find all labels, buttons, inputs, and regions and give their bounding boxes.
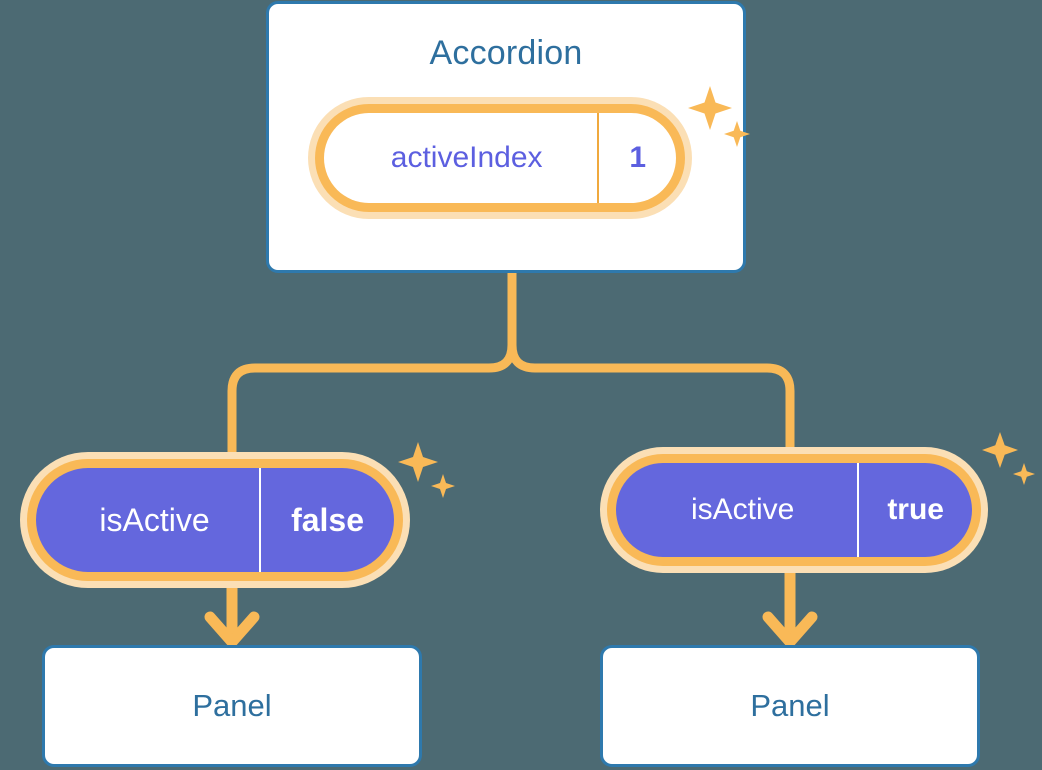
- state-value-label: 1: [597, 113, 676, 203]
- pill-body: isActive false: [36, 468, 394, 572]
- panel-title: Panel: [192, 688, 272, 723]
- connector-branch-right: [507, 268, 795, 457]
- panel-component-card-right[interactable]: Panel: [600, 645, 980, 767]
- panel-component-card-left[interactable]: Panel: [42, 645, 422, 767]
- state-pill-active-index[interactable]: activeIndex 1: [308, 97, 692, 219]
- state-key-label: activeIndex: [390, 141, 543, 174]
- prop-key-label: isActive: [99, 501, 210, 538]
- arrow-down-icon-left: [204, 588, 260, 648]
- accordion-title: Accordion: [429, 34, 583, 72]
- sparkle-icon-right: [982, 432, 1035, 485]
- pill-ring: isActive false: [27, 459, 403, 581]
- sparkle-icon-left: [398, 442, 455, 498]
- pill-ring: isActive true: [607, 454, 981, 566]
- pill-body: isActive true: [616, 463, 972, 557]
- prop-value-label: true: [857, 463, 972, 557]
- prop-key-label: isActive: [690, 493, 795, 526]
- prop-value-label: false: [259, 468, 394, 572]
- prop-pill-is-active-false[interactable]: isActive false: [20, 452, 410, 588]
- pill-ring: activeIndex 1: [315, 104, 685, 212]
- panel-title: Panel: [750, 688, 830, 723]
- pill-body: activeIndex 1: [324, 113, 676, 203]
- arrow-down-icon-right: [762, 573, 818, 648]
- connector-branch-left: [227, 268, 517, 460]
- prop-pill-is-active-true[interactable]: isActive true: [600, 447, 988, 573]
